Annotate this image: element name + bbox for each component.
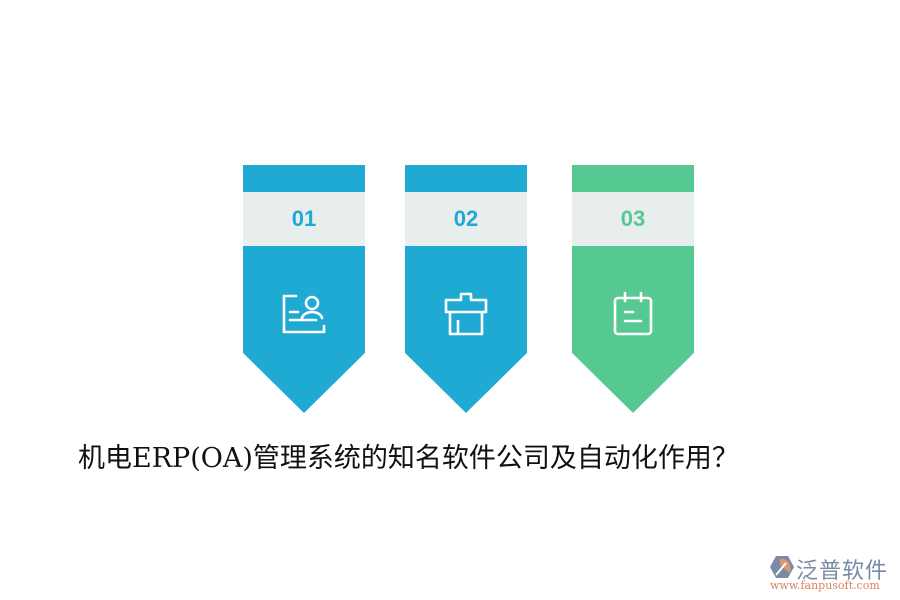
- step-number: 03: [572, 192, 694, 246]
- logo-name: 泛普软件: [796, 559, 889, 584]
- step-card-3: 03: [572, 165, 694, 413]
- step-number: 01: [243, 192, 365, 246]
- card-top-strip: [572, 165, 694, 192]
- card-top-strip: [243, 165, 365, 192]
- brand-logo[interactable]: 泛普软件 www.fanpusoft.com: [768, 553, 898, 593]
- card-top-strip: [405, 165, 527, 192]
- step-card-2: 02: [405, 165, 527, 413]
- page-title: 机电ERP(OA)管理系统的知名软件公司及自动化作用？: [78, 443, 739, 474]
- step-card-1: 01: [243, 165, 365, 413]
- step-number: 02: [405, 192, 527, 246]
- profile-card-icon: [282, 294, 326, 334]
- gift-box-icon: [444, 292, 488, 336]
- calendar-note-icon: [613, 291, 653, 336]
- logo-url: www.fanpusoft.com: [770, 579, 880, 592]
- logo-mark-icon: [770, 556, 794, 578]
